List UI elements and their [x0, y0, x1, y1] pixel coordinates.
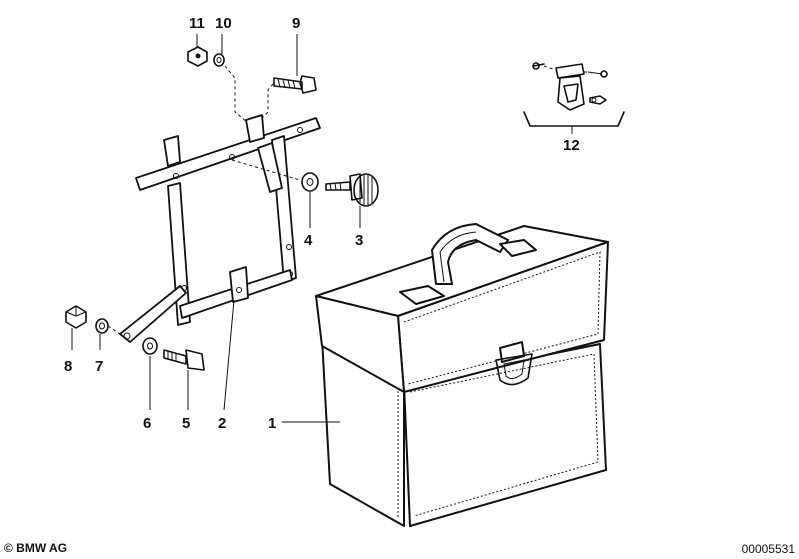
copyright-notice: © BMW AG — [4, 541, 68, 555]
callout-12: 12 — [563, 137, 580, 154]
document-number: 00005531 — [741, 542, 795, 556]
callout-1: 1 — [268, 415, 276, 432]
callout-11: 11 — [189, 15, 205, 32]
callout-10: 10 — [215, 15, 232, 32]
washer-4 — [301, 172, 319, 192]
callout-8: 8 — [64, 358, 72, 375]
callout-5: 5 — [182, 415, 190, 432]
washer-6 — [142, 337, 158, 355]
leader-lines — [71, 34, 361, 423]
callout-4: 4 — [304, 232, 313, 249]
bolt-5 — [163, 349, 205, 371]
nut-11 — [187, 46, 208, 67]
carrier-bracket — [119, 114, 321, 343]
luggage-case — [315, 223, 609, 527]
washer-10 — [213, 53, 225, 67]
bolt-9 — [273, 75, 317, 94]
callout-9: 9 — [292, 15, 300, 32]
callout-6: 6 — [143, 415, 151, 432]
knob-screw-3 — [325, 173, 379, 207]
lock-assembly-12 — [523, 62, 625, 134]
nut-8 — [65, 305, 87, 329]
callout-2: 2 — [218, 415, 226, 432]
callout-7: 7 — [95, 358, 103, 375]
washer-7 — [95, 318, 109, 334]
callout-3: 3 — [355, 232, 363, 249]
